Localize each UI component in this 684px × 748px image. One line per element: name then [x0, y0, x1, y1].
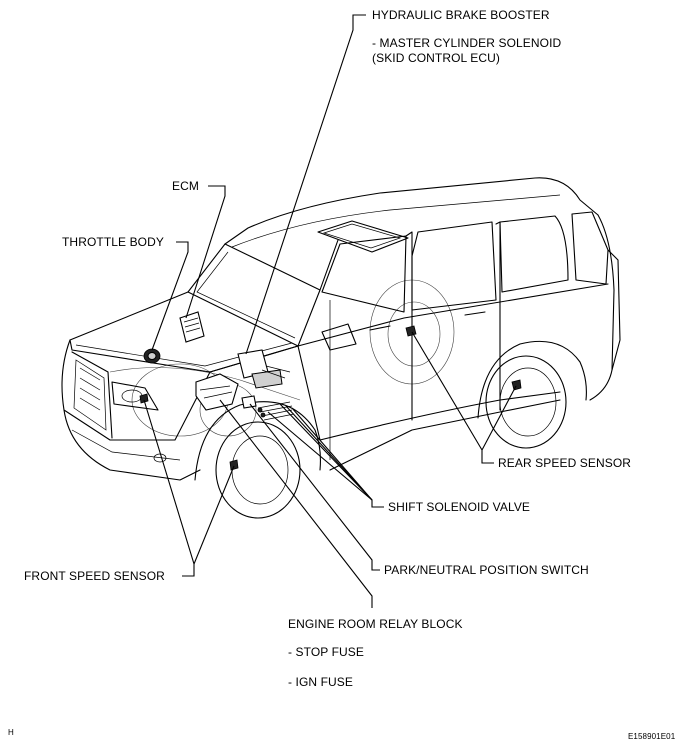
label-park-neutral-position-switch: PARK/NEUTRAL POSITION SWITCH	[384, 563, 589, 577]
ecm-component	[179, 311, 205, 343]
footer-code-h: H	[8, 728, 14, 737]
leader-lines	[143, 14, 517, 608]
vehicle-outline	[61, 177, 621, 519]
label-front-speed-sensor: FRONT SPEED SENSOR	[24, 569, 165, 583]
park-neutral-position-switch-component	[241, 395, 257, 409]
label-skid-control-ecu: (SKID CONTROL ECU)	[372, 51, 501, 65]
hydraulic-brake-booster-component	[237, 349, 291, 389]
label-shift-solenoid-valve: SHIFT SOLENOID VALVE	[388, 500, 531, 514]
front-speed-sensor-component	[139, 393, 239, 471]
label-master-cylinder-solenoid: - MASTER CYLINDER SOLENOID	[372, 36, 562, 50]
label-ecm: ECM	[172, 179, 199, 193]
throttle-body-component	[143, 348, 161, 364]
label-stop-fuse: - STOP FUSE	[288, 645, 365, 659]
label-ign-fuse: - IGN FUSE	[288, 675, 354, 689]
engine-room-relay-block-component	[195, 373, 239, 411]
rear-speed-sensor-component	[405, 325, 522, 391]
figure-id: E158901E01	[628, 732, 676, 741]
shift-solenoid-valve-component	[257, 401, 295, 421]
label-engine-room-relay-block: ENGINE ROOM RELAY BLOCK	[288, 617, 463, 631]
label-throttle-body: THROTTLE BODY	[62, 235, 164, 249]
label-rear-speed-sensor: REAR SPEED SENSOR	[498, 456, 632, 470]
label-hydraulic-brake-booster: HYDRAULIC BRAKE BOOSTER	[372, 8, 550, 22]
